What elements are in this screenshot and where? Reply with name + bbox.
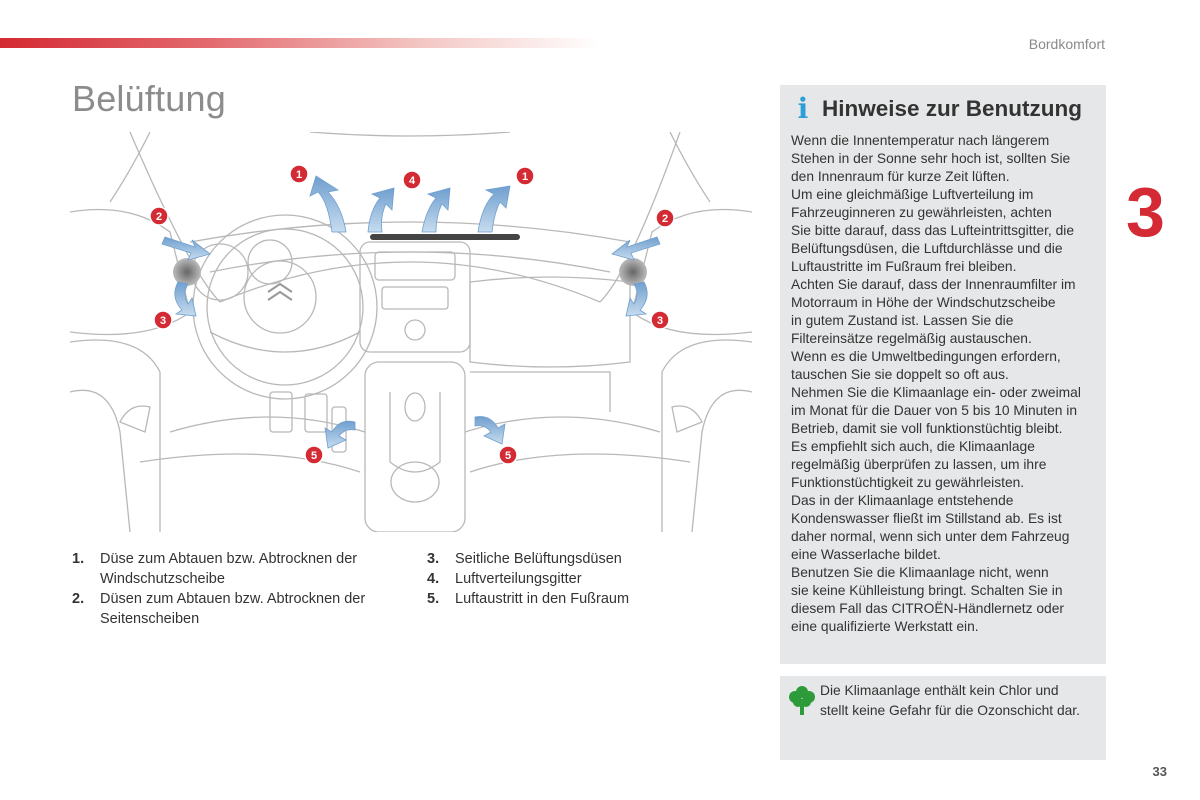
legend-column-left: 1. Düse zum Abtauen bzw. Abtrocknen der … (72, 549, 402, 629)
windshield-vent-strip (370, 234, 520, 240)
svg-text:5: 5 (505, 450, 511, 462)
legend-text: Düse zum Abtauen bzw. Abtrocknen der Win… (100, 551, 358, 587)
text-line: in gutem Zustand ist. Lassen Sie die (791, 313, 1014, 328)
legend-text: Düsen zum Abtauen bzw. Abtrocknen der Se… (100, 591, 366, 627)
left-side-vent (173, 258, 201, 286)
text-line: sie keine Kühlleistung bringt. Schalten … (791, 583, 1063, 598)
text-line: Betrieb, damit sie voll funktionstüchtig… (791, 421, 1063, 436)
ventilation-diagram: 1 4 1 2 2 3 3 5 5 (70, 132, 752, 532)
text-line: tauschen Sie sie doppelt so oft aus. (791, 367, 1009, 382)
text-line: Belüftungsdüsen, die Luftdurchlässe und … (791, 241, 1063, 256)
svg-text:5: 5 (311, 450, 317, 462)
airflow-arrow-1-left (309, 175, 347, 233)
callout-5-right: 5 (498, 445, 518, 465)
text-line: regelmäßig überprüfen zu lassen, um ihre (791, 457, 1047, 472)
svg-text:1: 1 (296, 169, 302, 181)
svg-text:2: 2 (662, 213, 668, 225)
callout-2-left: 2 (149, 206, 169, 226)
text-line: Stehen in der Sonne sehr hoch ist, sollt… (791, 151, 1071, 166)
usage-hints-box: i Hinweise zur Benutzung Wenn die Innent… (780, 85, 1106, 664)
text-line: Das in der Klimaanlage entstehende (791, 493, 1014, 508)
eco-note-text: Die Klimaanlage enthält kein Chlor und st… (820, 681, 1102, 721)
callouts: 1 4 1 2 2 3 3 5 5 (149, 164, 675, 465)
legend-number: 1. (72, 551, 85, 567)
hints-header: i Hinweise zur Benutzung (792, 95, 1082, 123)
text-line: im Monat für die Dauer von 5 bis 10 Minu… (791, 403, 1078, 418)
eco-note-box: Die Klimaanlage enthält kein Chlor und st… (780, 676, 1106, 760)
text-line: Kondenswasser fließt im Stillstand ab. E… (791, 511, 1062, 526)
callout-2-right: 2 (655, 208, 675, 228)
airflow-arrow-1-right (477, 185, 511, 233)
text-line: Benutzen Sie die Klimaanlage nicht, wenn (791, 565, 1049, 580)
callout-5-left: 5 (304, 445, 324, 465)
right-side-vent (619, 258, 647, 286)
text-line: stellt keine Gefahr für die Ozonschicht … (820, 703, 1080, 718)
legend-item: 2. Düsen zum Abtauen bzw. Abtrocknen der… (72, 589, 402, 629)
legend-column-right: 3. Seitliche Belüftungsdüsen 4. Luftvert… (427, 549, 687, 609)
section-label: Bordkomfort (1028, 36, 1105, 52)
svg-text:3: 3 (160, 315, 166, 327)
legend-text: Luftaustritt in den Fußraum (455, 591, 630, 607)
text-line: eine qualifizierte Werkstatt ein. (791, 619, 979, 634)
airflow-arrow-5-left (324, 420, 356, 449)
callout-1-left: 1 (289, 164, 309, 184)
svg-text:2: 2 (156, 211, 162, 223)
legend-number: 4. (427, 571, 440, 587)
info-icon: i (797, 92, 809, 125)
header-color-bar (0, 38, 600, 48)
legend-number: 5. (427, 591, 440, 607)
legend-item: 4. Luftverteilungsgitter (427, 569, 687, 589)
text-line: Luftaustritte im Fußraum frei bleiben. (791, 259, 1017, 274)
text-line: Es empfiehlt sich auch, die Klimaanlage (791, 439, 1035, 454)
page-title: Belüftung (72, 78, 226, 119)
airflow-arrow-2-right (611, 236, 661, 261)
callout-3-right: 3 (650, 310, 670, 330)
airflow-arrow-4-right (421, 187, 451, 233)
legend-item: 5. Luftaustritt in den Fußraum (427, 589, 687, 609)
airflow-arrow-4-left (367, 187, 395, 233)
legend-text: Luftverteilungsgitter (455, 571, 582, 587)
svg-text:1: 1 (522, 171, 528, 183)
text-line: diesem Fall das CITROËN-Händlernetz oder (791, 601, 1064, 616)
airflow-arrow-3-left (174, 281, 197, 317)
text-line: Nehmen Sie die Klimaanlage ein- oder zwe… (791, 385, 1081, 400)
hints-title: Hinweise zur Benutzung (822, 96, 1083, 121)
svg-text:4: 4 (409, 175, 416, 187)
text-line: den Innenraum für kurze Zeit lüften. (791, 169, 1010, 184)
svg-text:3: 3 (657, 315, 663, 327)
legend-number: 2. (72, 591, 85, 607)
text-line: daher normal, wenn sich unter dem Fahrze… (791, 529, 1070, 544)
text-line: Die Klimaanlage enthält kein Chlor und (820, 683, 1059, 698)
text-line: Wenn die Innentemperatur nach längerem (791, 133, 1050, 148)
legend-item: 1. Düse zum Abtauen bzw. Abtrocknen der … (72, 549, 402, 589)
text-line: Achten Sie darauf, dass der Innenraumfil… (791, 277, 1076, 292)
callout-1-right: 1 (515, 166, 535, 186)
text-line: Wenn es die Umweltbedingungen erfordern, (791, 349, 1061, 364)
text-line: Fahrzeuginneren zu gewährleisten, achten (791, 205, 1052, 220)
text-line: Motorraum in Höhe der Windschutzscheibe (791, 295, 1056, 310)
text-line: Filtereinsätze regelmäßig austauschen. (791, 331, 1032, 346)
airflow-arrows (161, 175, 661, 449)
legend-item: 3. Seitliche Belüftungsdüsen (427, 549, 687, 569)
text-line: Um eine gleichmäßige Luftverteilung im (791, 187, 1034, 202)
legend-text: Seitliche Belüftungsdüsen (455, 551, 622, 567)
airflow-arrow-3-right (625, 281, 648, 317)
callout-4: 4 (402, 170, 422, 190)
legend-number: 3. (427, 551, 440, 567)
callout-3-left: 3 (153, 310, 173, 330)
tree-icon (789, 686, 815, 715)
text-line: eine Wasserlache bildet. (791, 547, 941, 562)
text-line: Funktionstüchtigkeit zu gewährleisten. (791, 475, 1025, 490)
page-number: 33 (1152, 764, 1167, 779)
text-line: Sie bitte darauf, dass das Lufteintritts… (791, 223, 1074, 238)
airflow-arrow-5-right (474, 416, 506, 445)
dashboard-outline (70, 132, 752, 532)
chapter-number: 3 (1126, 173, 1165, 251)
airflow-arrow-2-left (161, 236, 211, 261)
